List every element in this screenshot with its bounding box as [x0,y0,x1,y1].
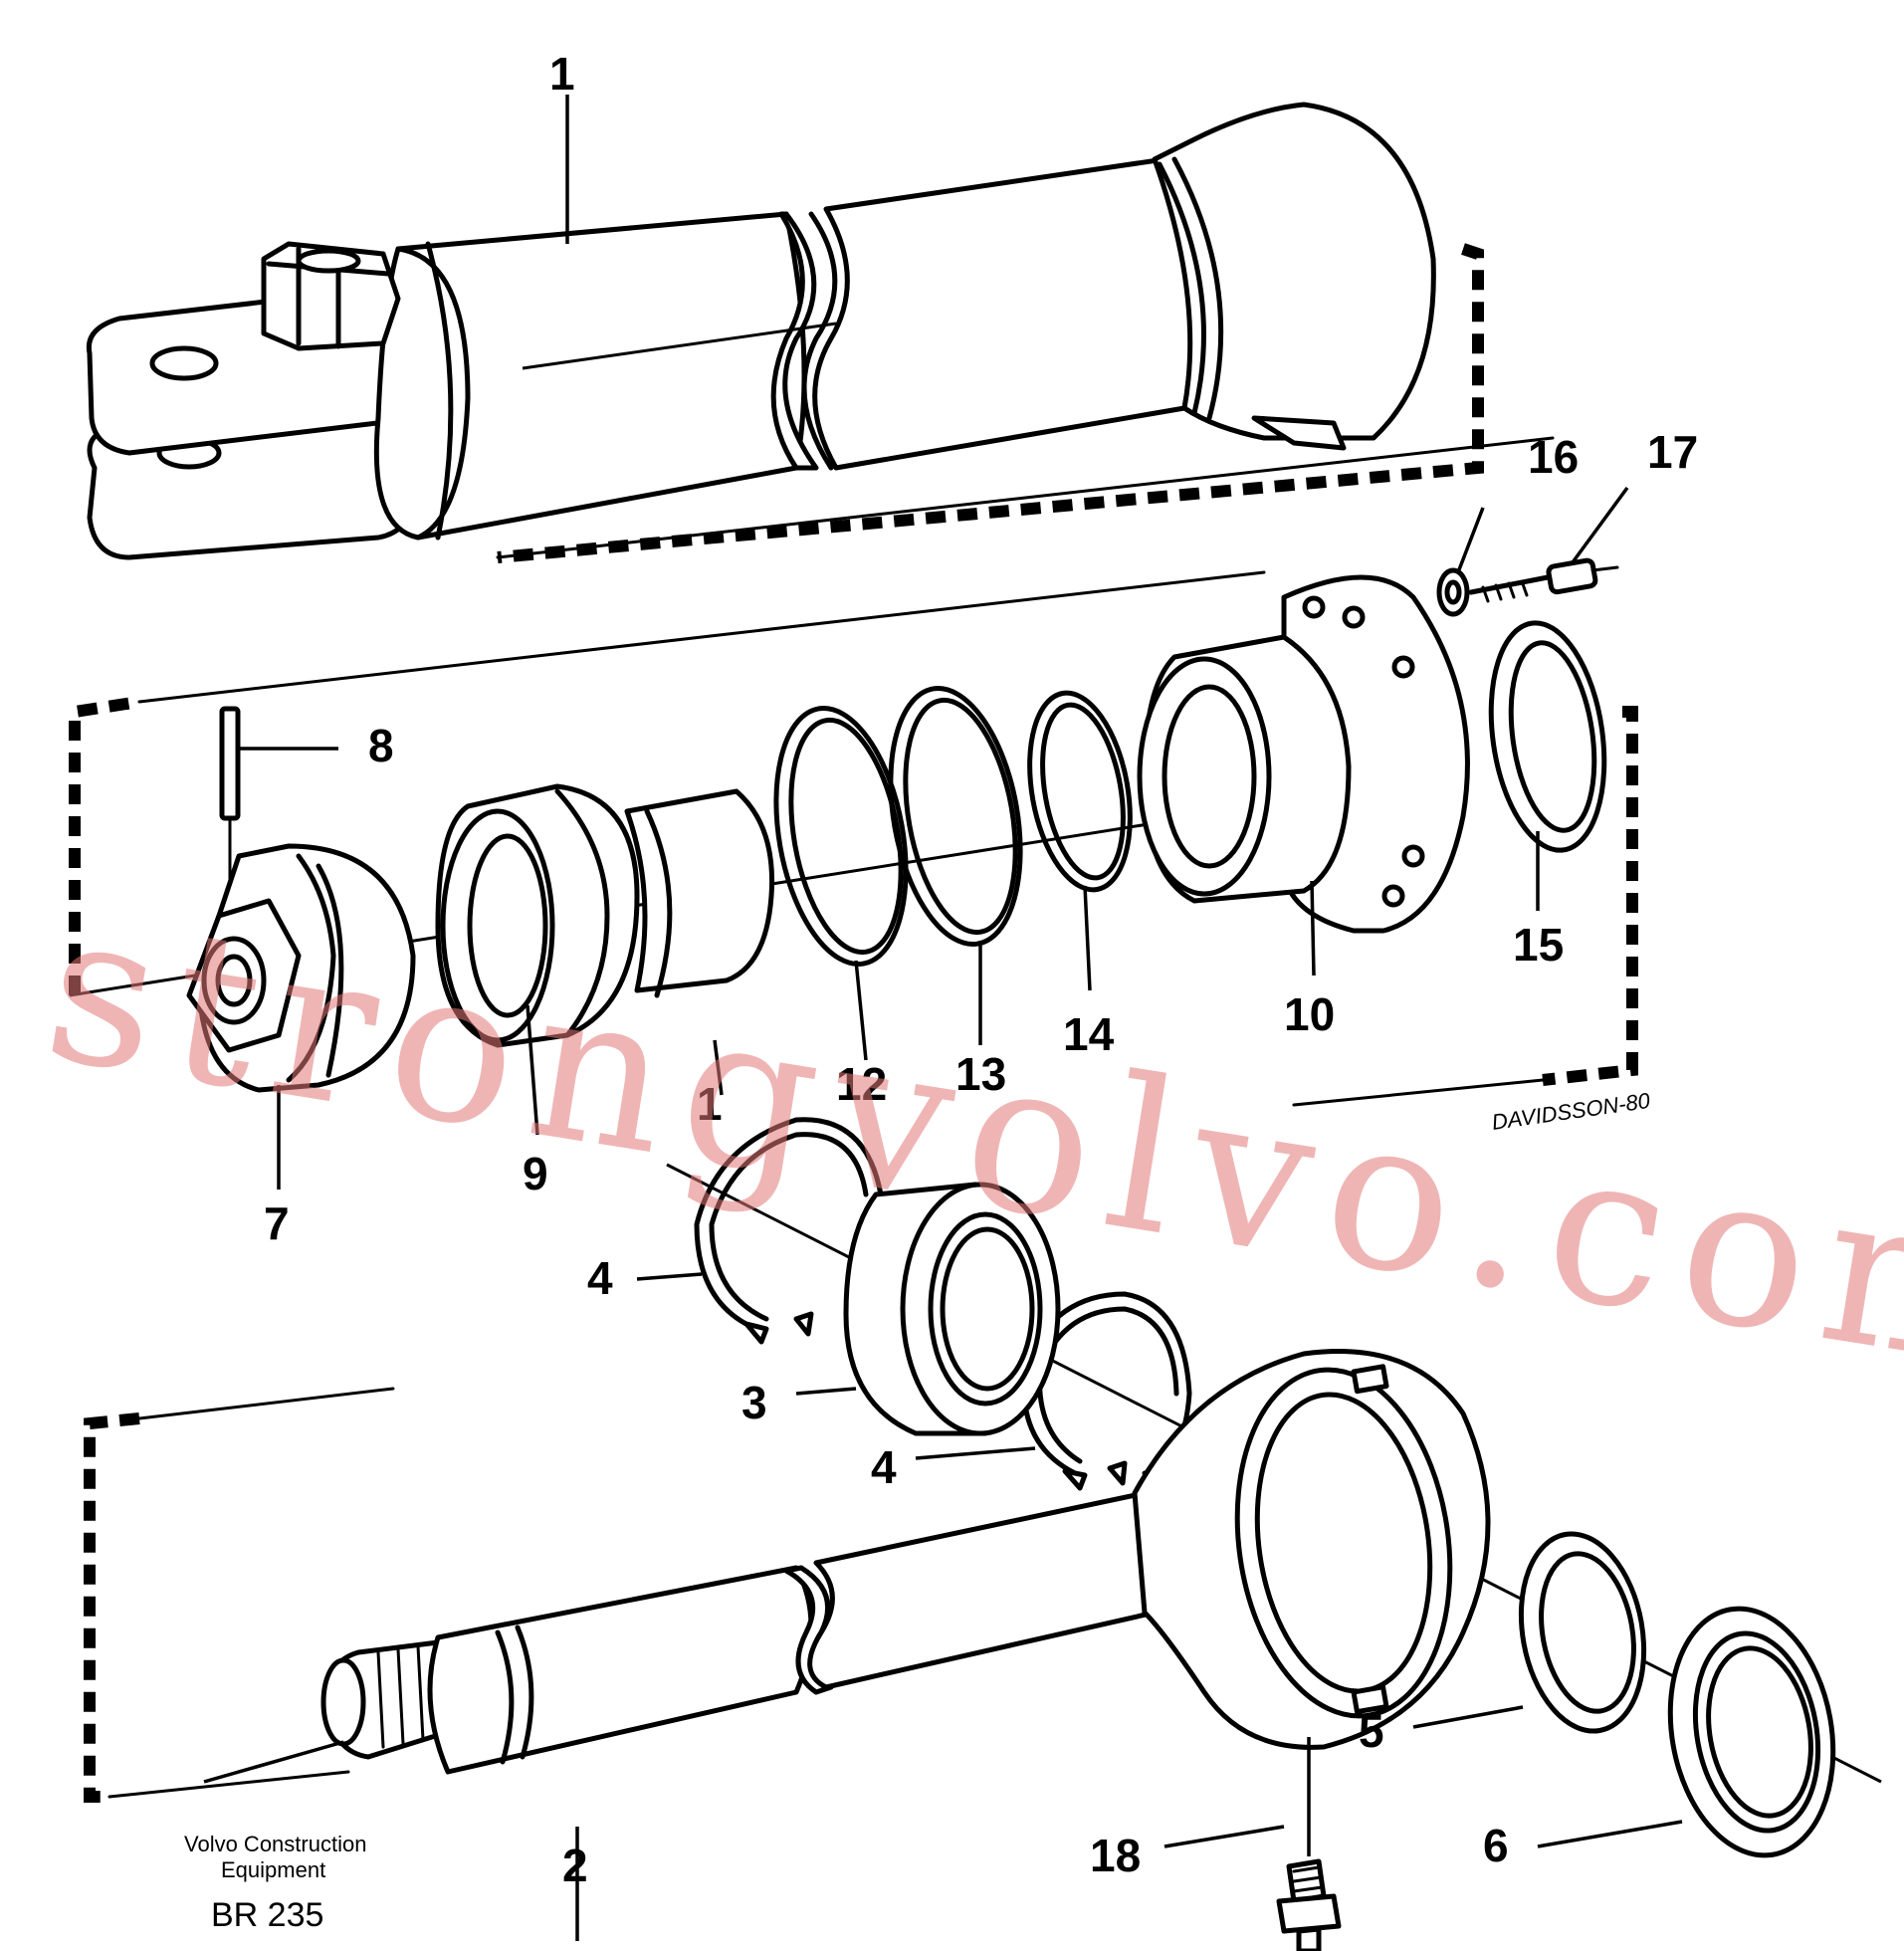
callout-4-upper: 4 [587,1252,613,1304]
part-7-nut [186,843,416,1093]
part-16-washer [1436,567,1470,617]
callout-2: 2 [562,1840,588,1891]
callout-1-piston: 1 [697,1078,723,1130]
cylinder-tube [86,102,1436,560]
part-2-piston-rod [320,1349,1491,1775]
callout-17: 17 [1647,426,1698,478]
part-14-ring [1027,690,1133,893]
drawing-code: BR 235 [211,1896,323,1934]
callout-13: 13 [955,1048,1006,1100]
part-15-seal [1488,620,1607,853]
part-4-snap-ring-upper [694,1117,884,1345]
leader-lines [203,95,1683,1941]
company-name-line1: Volvo Construction [184,1832,366,1856]
company-name-line2: Equipment [221,1857,325,1882]
callout-1-tube: 1 [549,48,575,100]
callout-8: 8 [368,720,394,771]
assembly-boundary-top [497,243,1484,563]
part-6-wiper-ring [1667,1606,1836,1858]
callout-10: 10 [1284,988,1335,1040]
assembly-boundary-link [496,436,1555,559]
callout-9: 9 [523,1148,548,1199]
callout-12: 12 [836,1058,887,1110]
part-3-spherical-bearing [843,1182,1061,1436]
part-17-screw [1468,557,1619,603]
part-13-seal-ring [888,686,1023,947]
callout-4-lower: 4 [871,1441,897,1493]
callout-5: 5 [1359,1705,1384,1757]
callout-3: 3 [741,1377,767,1428]
callout-18: 18 [1090,1830,1141,1881]
part-5-seal-ring [1518,1531,1647,1734]
callout-16: 16 [1528,431,1579,483]
callout-7: 7 [264,1197,290,1249]
callout-15: 15 [1513,919,1564,971]
part-12-seal-ring [773,706,909,967]
assembly-boundary-middle [69,696,1638,1086]
part-9-piston [435,783,775,1048]
callout-6: 6 [1483,1820,1509,1871]
assembly-boundary-lower [84,1412,140,1803]
part-10-cylinder-head [1137,574,1470,934]
callout-14: 14 [1063,1008,1115,1060]
part-18-grease-nipple [1276,1858,1342,1951]
